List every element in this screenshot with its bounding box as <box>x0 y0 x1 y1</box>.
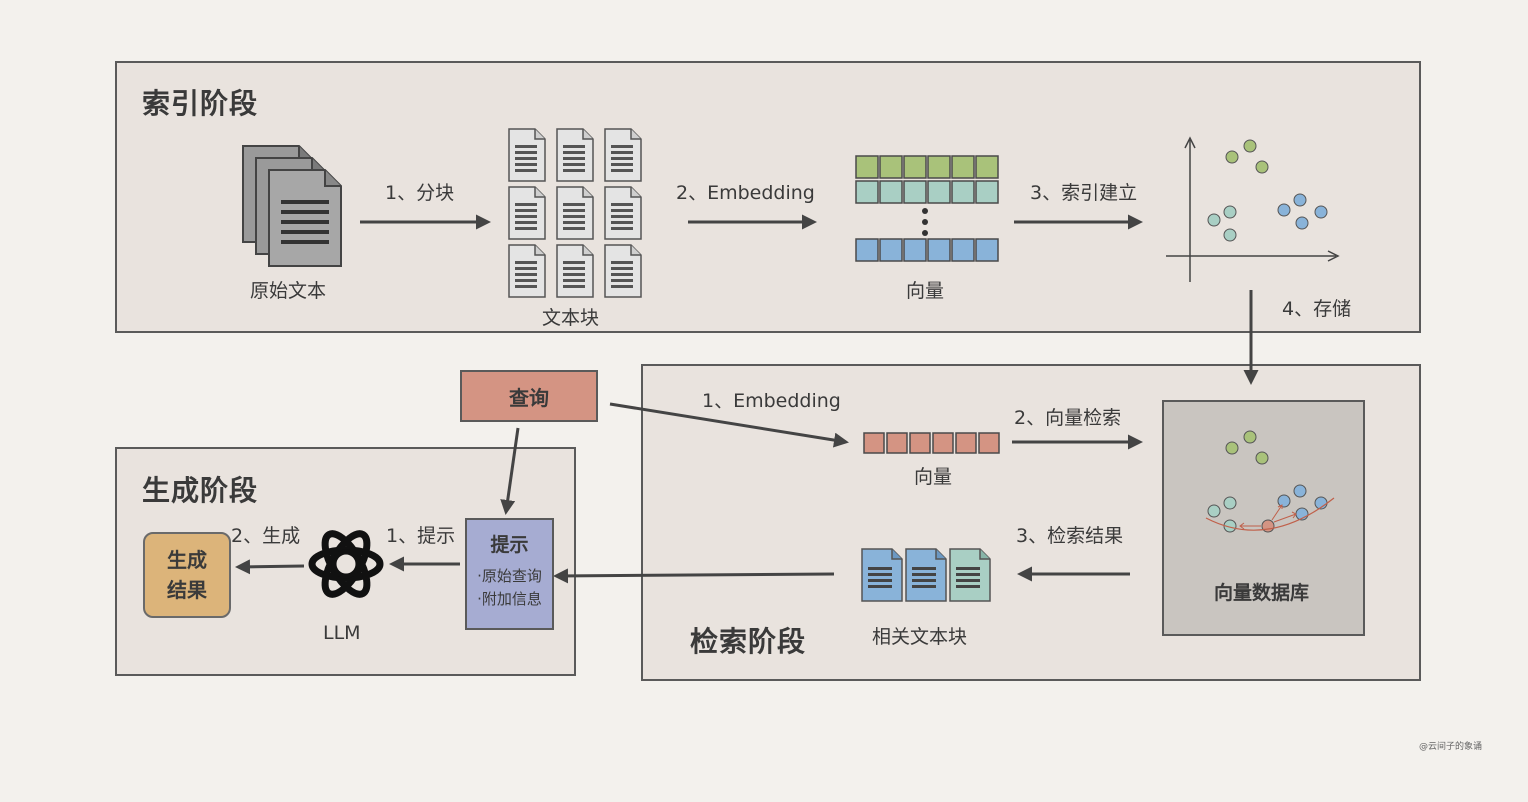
prompt-box: 提示 ·原始查询 ·附加信息 <box>465 518 554 630</box>
query-vector-label: 向量 <box>914 466 953 488</box>
related-chunks-label: 相关文本块 <box>872 626 968 648</box>
arrow-icon <box>235 559 305 575</box>
query-vector-icon <box>863 432 1000 454</box>
prompt-item-extra-info: ·附加信息 <box>477 590 542 608</box>
prompt-title: 提示 <box>490 534 529 556</box>
openai-logo-icon <box>308 530 384 598</box>
llm-label: LLM <box>323 622 361 644</box>
documents-icon <box>242 145 342 267</box>
text-chunks-icon <box>508 128 642 298</box>
query-box: 查询 <box>460 370 598 422</box>
vector-label: 向量 <box>906 280 945 302</box>
retrieval-title: 检索阶段 <box>690 625 807 658</box>
text-chunk-icon <box>604 186 642 240</box>
text-chunk-icon <box>508 244 546 298</box>
text-chunk-icon <box>508 186 546 240</box>
related-chunks-icon <box>861 548 991 602</box>
step-prompt-label: 1、提示 <box>386 525 456 547</box>
author-credit: @云间子的象诵 <box>1419 742 1483 752</box>
prompt-item-original-query: ·原始查询 <box>477 567 542 585</box>
text-chunk-icon <box>604 244 642 298</box>
vector-db-scatter-icon <box>1205 430 1335 533</box>
vectors-icon <box>855 155 999 262</box>
arrow-icon <box>553 568 835 584</box>
text-chunk-icon <box>604 128 642 182</box>
arrow-icon <box>500 427 520 515</box>
text-chunk-icon <box>508 128 546 182</box>
step-index-label: 3、索引建立 <box>1030 182 1138 204</box>
text-chunk-icon <box>556 128 594 182</box>
generation-title: 生成阶段 <box>142 474 259 507</box>
step-generate-label: 2、生成 <box>231 525 301 547</box>
generated-result-box: 生成 结果 <box>143 532 231 618</box>
vector-database-box <box>1162 400 1365 636</box>
text-chunk-icon <box>556 244 594 298</box>
step-embedding-label: 2、Embedding <box>676 182 815 204</box>
raw-text-label: 原始文本 <box>250 280 327 302</box>
vector-database-label: 向量数据库 <box>1214 582 1310 604</box>
text-chunk-icon <box>556 186 594 240</box>
step-chunking-label: 1、分块 <box>385 182 455 204</box>
indexing-title: 索引阶段 <box>142 87 259 120</box>
retrieval-embedding-label: 1、Embedding <box>702 390 841 412</box>
result-line-1: 生成 <box>167 548 207 572</box>
vector-search-label: 2、向量检索 <box>1014 407 1122 429</box>
step-storage-label: 4、存储 <box>1282 298 1352 320</box>
scatter-plot-icon <box>1166 136 1340 282</box>
result-line-2: 结果 <box>167 578 207 602</box>
text-chunks-label: 文本块 <box>542 307 600 329</box>
arrow-icon <box>609 402 849 448</box>
search-results-label: 3、检索结果 <box>1016 525 1124 547</box>
